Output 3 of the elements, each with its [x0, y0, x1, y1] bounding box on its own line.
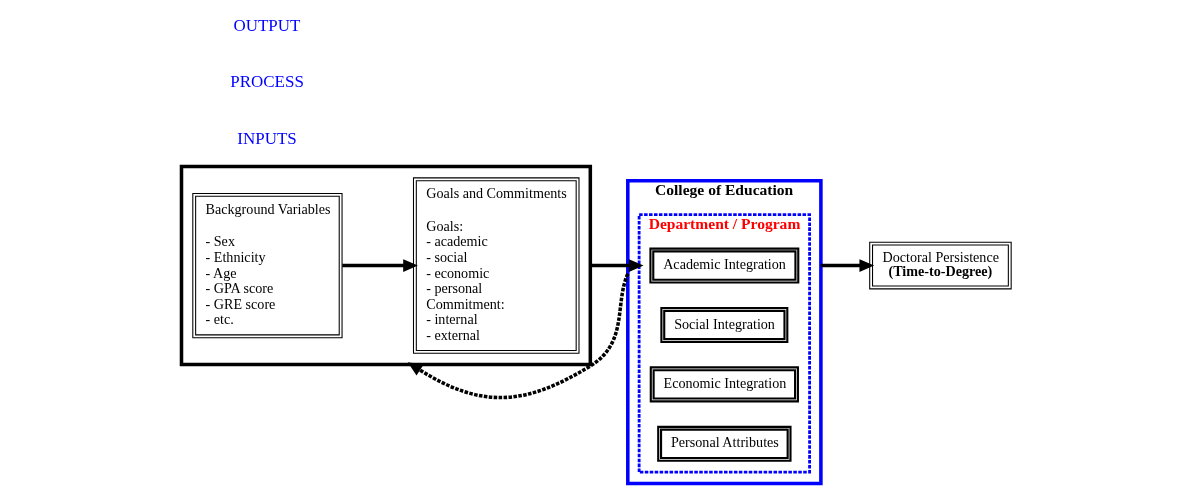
label: INPUTS	[236, 129, 297, 149]
label: OUTPUT	[232, 15, 300, 35]
label: PROCESS	[229, 72, 304, 92]
